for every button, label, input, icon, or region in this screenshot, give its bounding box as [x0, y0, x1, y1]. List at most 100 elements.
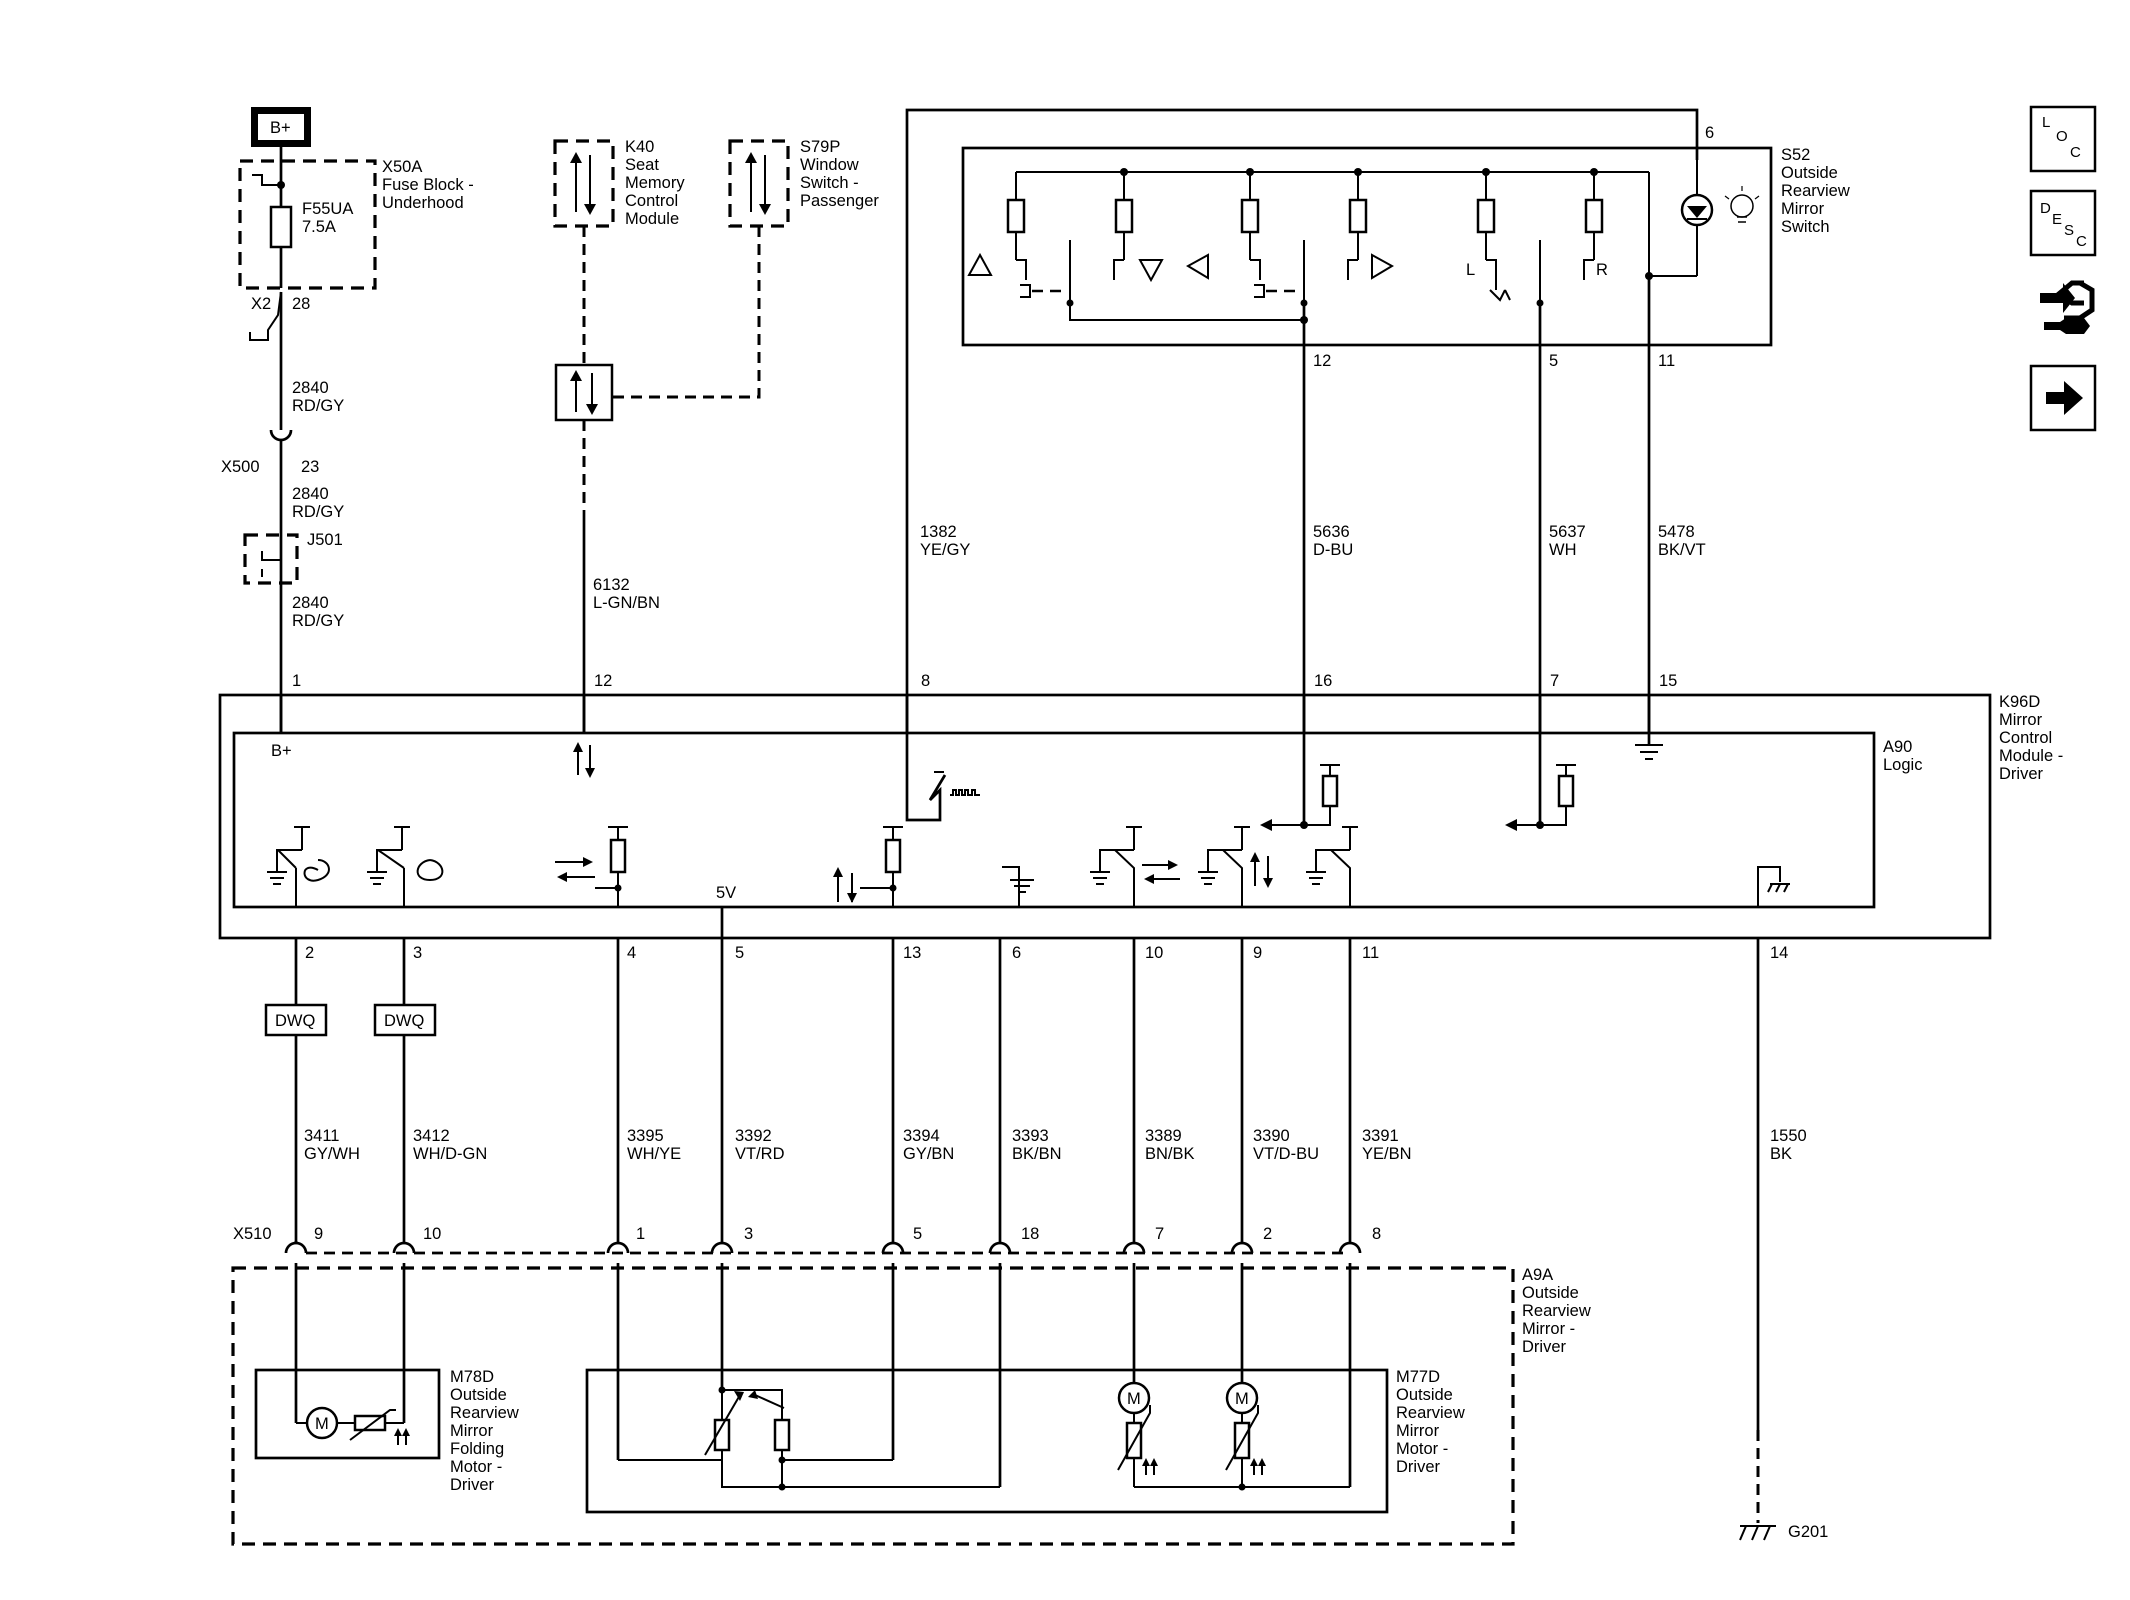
m78d-desc1: Outside: [450, 1386, 507, 1404]
fuse-block-desc2: Underhood: [382, 194, 464, 212]
s52-desc2: Rearview: [1781, 182, 1850, 200]
a90-logic: [232, 731, 1876, 909]
location-button[interactable]: L O C: [2029, 105, 2097, 173]
x510-pins: [284, 1241, 1362, 1254]
a9a-desc2: Rearview: [1522, 1302, 1591, 1320]
fuse-block-name: X50A: [382, 158, 422, 176]
desc-c: C: [2076, 233, 2087, 250]
x510-label: X510: [233, 1225, 272, 1243]
wire-3411-color: GY/WH: [304, 1145, 360, 1163]
wire-5636-color: D-BU: [1313, 541, 1353, 559]
battery-terminal: B+: [251, 107, 311, 147]
wire-3392-color: VT/RD: [735, 1145, 785, 1163]
fold-driver-2: [267, 826, 330, 907]
bidirectional-arrow-icon: [570, 152, 596, 215]
k96d-desc2: Control: [1999, 729, 2052, 747]
x510-pin-9: 9: [314, 1225, 323, 1243]
driver-4: [555, 826, 628, 907]
down-arrow-icon: [1138, 259, 1164, 283]
wire-3393-circuit: 3393: [1012, 1127, 1049, 1145]
wire-3411-circuit: 3411: [304, 1127, 339, 1145]
m78d-desc5: Motor -: [450, 1458, 502, 1476]
wire-3391-color: YE/BN: [1362, 1145, 1412, 1163]
bplus-label: B+: [270, 119, 291, 137]
driver-13: [833, 826, 903, 907]
s52-switch-box: [961, 146, 1773, 347]
wire-3392-circuit: 3392: [735, 1127, 772, 1145]
m77d-name: M77D: [1396, 1368, 1440, 1386]
a9a-desc1: Outside: [1522, 1284, 1579, 1302]
dwq-splice-2: [264, 1003, 328, 1037]
wire-3390-circuit: 3390: [1253, 1127, 1290, 1145]
k40-desc4: Module: [625, 210, 679, 228]
x500-connector: [269, 429, 293, 442]
a9a-desc4: Driver: [1522, 1338, 1567, 1356]
m78d-desc6: Driver: [450, 1476, 495, 1494]
wire-3412-circuit: 3412: [413, 1127, 450, 1145]
dwq-splice-3: [373, 1003, 437, 1037]
m77d-mirror-motor: [585, 1368, 1389, 1514]
desc-d: D: [2040, 200, 2051, 217]
desc-s: S: [2064, 222, 2074, 239]
a9a-mirror: [231, 1266, 1515, 1546]
k40-desc3: Control: [625, 192, 678, 210]
wire-3389-color: BN/BK: [1145, 1145, 1195, 1163]
a90-name: A90: [1883, 738, 1912, 756]
s52-pin-5: 5: [1549, 352, 1558, 370]
s52-left-label: L: [1466, 261, 1475, 279]
wire-5636-circuit: 5636: [1313, 523, 1350, 541]
left-arrow-icon: [1185, 253, 1209, 280]
driver-10: [1090, 826, 1180, 907]
s52-pin-6: 6: [1705, 124, 1714, 142]
s52-name: S52: [1781, 146, 1810, 164]
connector-end-view-icon[interactable]: [2040, 280, 2095, 334]
bidirectional-arrow-icon: [570, 370, 598, 415]
m77d-desc3: Mirror: [1396, 1422, 1440, 1440]
g201-label: G201: [1788, 1523, 1828, 1541]
x500-label: X500: [221, 458, 260, 476]
loc-c: C: [2070, 144, 2081, 161]
wire-3395-color: WH/YE: [627, 1145, 681, 1163]
x510-pin-1: 1: [636, 1225, 645, 1243]
fuse-block-x50a: [238, 159, 377, 290]
k96d-desc1: Mirror: [1999, 711, 2043, 729]
s52-resistors: [1006, 172, 1604, 260]
up-arrow-icon: [967, 252, 993, 276]
wire-6132-color: L-GN/BN: [593, 594, 660, 612]
x510-pin-5: 5: [913, 1225, 922, 1243]
s52-desc4: Switch: [1781, 218, 1830, 236]
k96d-bottom-pin-9: 9: [1253, 944, 1262, 962]
fold-driver-3: [367, 826, 444, 907]
wire-3393-color: BK/BN: [1012, 1145, 1062, 1163]
k96d-top-pin-7: 7: [1550, 672, 1559, 690]
gateway-junction: [554, 363, 614, 422]
motor-updown: M: [1117, 1381, 1158, 1487]
s79p-desc1: Window: [800, 156, 859, 174]
s52-desc1: Outside: [1781, 164, 1838, 182]
wire-2840-a-color: RD/GY: [292, 397, 344, 415]
splice-j501: [243, 533, 299, 585]
wire-5478-circuit: 5478: [1658, 523, 1695, 541]
m78d-name: M78D: [450, 1368, 494, 1386]
wire-1550-color: BK: [1770, 1145, 1792, 1163]
k40-desc1: Seat: [625, 156, 659, 174]
motor-leftright: M: [1225, 1381, 1266, 1491]
wire-3389-circuit: 3389: [1145, 1127, 1182, 1145]
k96d-desc3: Module -: [1999, 747, 2063, 765]
k96d-module: [218, 693, 1992, 940]
description-button[interactable]: D E S C: [2029, 189, 2097, 257]
wire-1382-color: YE/GY: [920, 541, 970, 559]
fuse-block-desc1: Fuse Block -: [382, 176, 474, 194]
s79p-desc2: Switch -: [800, 174, 859, 192]
next-page-button[interactable]: [2029, 364, 2097, 432]
j501-label: J501: [307, 531, 343, 549]
k96d-top-pin-12: 12: [594, 672, 612, 690]
dwq-label-2: DWQ: [275, 1012, 315, 1030]
five-v-label: 5V: [716, 884, 736, 902]
k40-desc2: Memory: [625, 174, 685, 192]
x510-pin-18: 18: [1021, 1225, 1039, 1243]
k96d-desc4: Driver: [1999, 765, 2044, 783]
position-sensors: [618, 1386, 1000, 1491]
dwq-label-3: DWQ: [384, 1012, 424, 1030]
m78d-desc2: Rearview: [450, 1404, 519, 1422]
